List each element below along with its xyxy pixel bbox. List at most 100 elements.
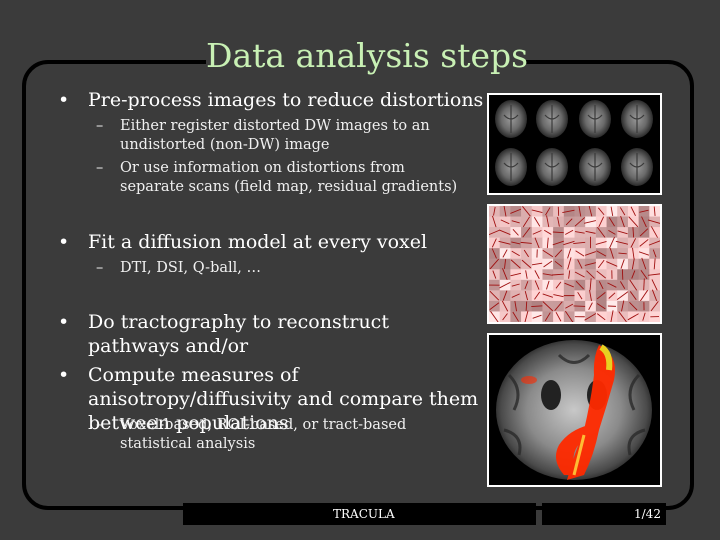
tensor-glyph bbox=[546, 215, 550, 229]
tensor-glyph bbox=[534, 291, 541, 300]
tensor-glyph bbox=[498, 229, 512, 236]
tensor-glyph bbox=[574, 231, 585, 234]
tensor-glyph bbox=[584, 251, 597, 256]
tensor-glyph bbox=[608, 229, 616, 235]
tensor-glyph bbox=[629, 291, 637, 301]
tensor-glyph bbox=[620, 259, 625, 269]
tensor-glyph bbox=[575, 250, 585, 257]
tensor-glyph bbox=[554, 249, 563, 258]
tensor-glyph bbox=[511, 293, 520, 298]
tensor-glyph bbox=[584, 219, 598, 224]
tensor-glyph bbox=[639, 228, 649, 237]
sub-text: Or use information on distortions from s… bbox=[120, 160, 458, 195]
tensor-glyph bbox=[552, 231, 565, 234]
tensor-glyph bbox=[620, 215, 626, 228]
tensor-glyph bbox=[632, 247, 635, 260]
tensor-glyph bbox=[575, 280, 584, 290]
tensor-glyph bbox=[546, 280, 550, 290]
bullet-dot: • bbox=[58, 231, 70, 253]
tensor-glyph bbox=[511, 250, 520, 257]
dw-images-figure bbox=[487, 93, 662, 195]
tensor-glyph bbox=[525, 301, 528, 311]
voxel-tensor-grid bbox=[487, 204, 662, 324]
tensor-glyph bbox=[491, 248, 497, 259]
tensor-glyph bbox=[607, 282, 617, 288]
tensor-glyph bbox=[584, 262, 597, 266]
tensor-glyph bbox=[532, 314, 542, 319]
tensor-glyph bbox=[501, 300, 509, 312]
tensor-glyph bbox=[639, 289, 649, 302]
tensor-glyph bbox=[597, 226, 606, 238]
tensor-glyph bbox=[647, 219, 662, 225]
tensor-glyph bbox=[630, 206, 636, 216]
tensor-glyph bbox=[632, 227, 635, 238]
tensor-glyph bbox=[511, 241, 521, 245]
bullet-text: Fit a diffusion model at every voxel bbox=[88, 231, 428, 253]
tensor-glyph bbox=[534, 237, 540, 249]
tensor-glyph bbox=[512, 311, 519, 322]
tensor-glyph bbox=[520, 241, 533, 244]
tensor-glyph bbox=[615, 240, 630, 245]
tensor-glyph bbox=[578, 204, 582, 219]
bullet-dot: • bbox=[58, 364, 70, 386]
tensor-glyph bbox=[498, 240, 512, 245]
tensor-glyph bbox=[565, 303, 574, 309]
footer-bar-center bbox=[183, 503, 536, 525]
tensor-glyph bbox=[554, 301, 563, 311]
tensor-glyph bbox=[608, 217, 615, 227]
tract-bundle bbox=[555, 345, 615, 480]
tensor-glyph bbox=[488, 229, 500, 236]
tractography-brain bbox=[489, 335, 660, 485]
tensor-glyph bbox=[618, 252, 627, 255]
footer-label: TRACULA bbox=[333, 507, 395, 521]
tensor-glyph bbox=[652, 249, 657, 258]
tensor-glyph bbox=[650, 226, 659, 239]
tensor-glyph bbox=[596, 270, 606, 279]
tensor-glyph bbox=[628, 216, 639, 228]
tensor-glyph bbox=[617, 230, 628, 235]
page-number: 1/42 bbox=[634, 507, 661, 521]
tensor-glyph bbox=[629, 279, 638, 291]
tensor-glyph bbox=[562, 209, 577, 214]
tensor-glyph bbox=[557, 217, 560, 227]
tensor-glyph bbox=[493, 206, 496, 216]
tensor-glyph bbox=[565, 310, 574, 323]
dw-brain-grid bbox=[489, 95, 660, 193]
tensor-glyph bbox=[584, 312, 597, 321]
sub-text: Voxel-based, ROI-based, or tract-based s… bbox=[120, 417, 407, 452]
bullet-dot: • bbox=[58, 89, 70, 111]
tensor-glyph bbox=[648, 240, 661, 246]
tensor-glyph bbox=[574, 271, 585, 278]
tensor-glyph bbox=[619, 207, 626, 216]
tensor-glyph bbox=[588, 302, 593, 310]
tensor-glyph bbox=[533, 217, 541, 227]
tensor-glyph bbox=[642, 312, 646, 321]
tensor-glyph bbox=[650, 301, 659, 312]
tensor-glyph bbox=[534, 280, 540, 290]
tensor-glyph bbox=[555, 281, 562, 289]
tensor-glyph bbox=[504, 259, 507, 269]
tensor-glyph bbox=[499, 281, 511, 289]
tensor-glyph bbox=[532, 230, 542, 235]
tensor-glyph bbox=[552, 240, 565, 246]
tensor-glyph bbox=[502, 313, 508, 321]
sub-text: DTI, DSI, Q-ball, … bbox=[120, 260, 261, 276]
tensor-glyph bbox=[524, 281, 529, 290]
tensor-glyph bbox=[502, 249, 508, 258]
tensor-glyph bbox=[568, 270, 571, 279]
tensor-glyph bbox=[630, 238, 637, 248]
tensor-glyph bbox=[531, 305, 543, 308]
tensor-glyph bbox=[523, 249, 530, 258]
title-backdrop bbox=[206, 50, 524, 80]
tensor-glyph bbox=[573, 241, 587, 245]
tensor-glyph bbox=[531, 262, 543, 266]
sub-text: Either register distorted DW images to a… bbox=[120, 118, 430, 153]
tensor-glyph bbox=[598, 281, 604, 290]
tractography-figure bbox=[487, 333, 662, 487]
tensor-glyph bbox=[566, 257, 572, 271]
tensor-glyph bbox=[616, 291, 629, 301]
tensor-glyph bbox=[597, 259, 605, 269]
tensor-glyph bbox=[608, 292, 616, 299]
tensor-glyph bbox=[544, 312, 551, 322]
bullet-text: Pre-process images to reduce distortions bbox=[88, 89, 484, 111]
